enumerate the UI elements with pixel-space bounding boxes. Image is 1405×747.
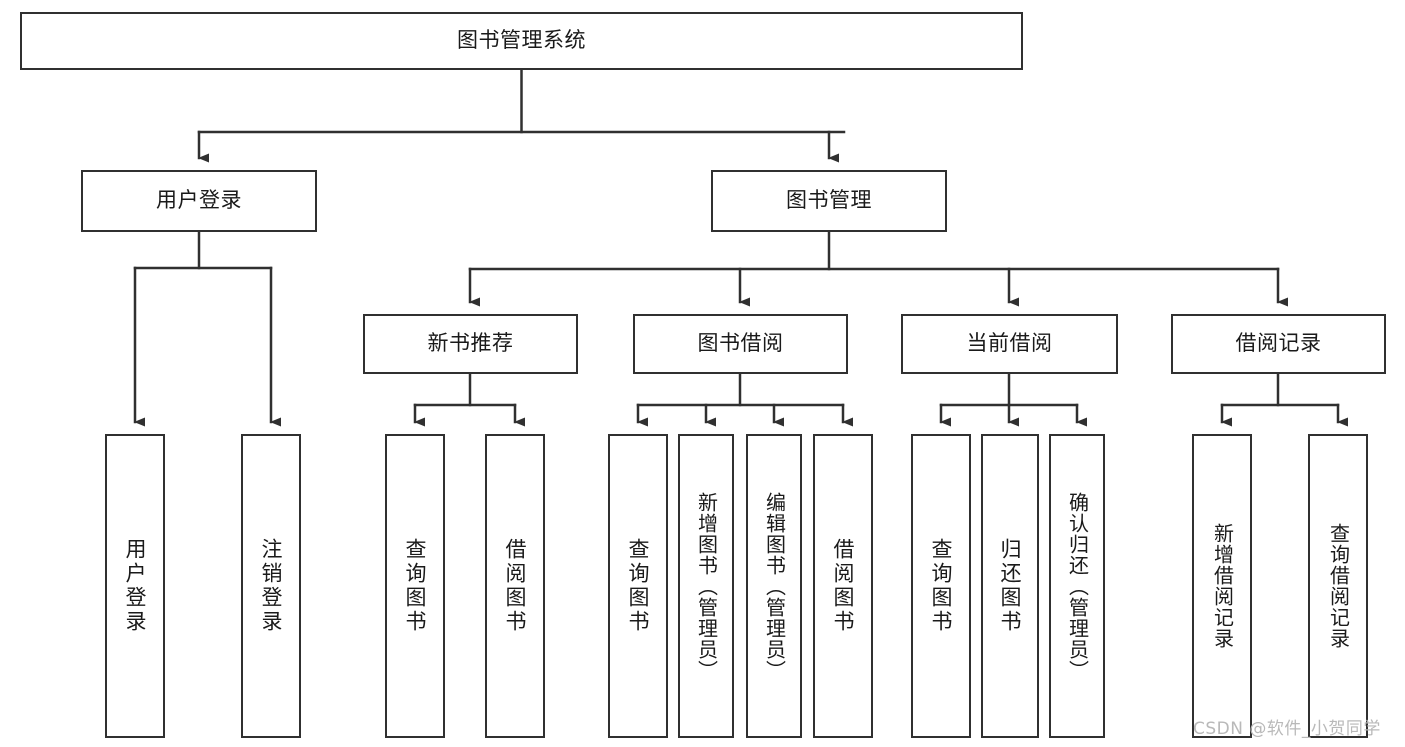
- node-current-borrow-label: 当前借阅: [966, 331, 1053, 356]
- node-new-book-recommend-label: 新书推荐: [427, 331, 514, 356]
- node-user-login[interactable]: 用户登录: [81, 170, 317, 232]
- node-book-borrow-label: 图书借阅: [697, 331, 784, 356]
- node-leaf-confirm-return-admin[interactable]: 确认归还（管理员）: [1049, 434, 1105, 738]
- node-user-login-label: 用户登录: [156, 188, 242, 213]
- node-leaf-confirm-return-admin-label: 确认归还（管理员）: [1065, 491, 1090, 681]
- node-new-book-recommend[interactable]: 新书推荐: [363, 314, 578, 374]
- node-leaf-user-login-label: 用户登录: [123, 538, 148, 634]
- node-leaf-query-borrow-record-label: 查询借阅记录: [1326, 523, 1351, 649]
- node-leaf-query-book-borrow[interactable]: 查询图书: [608, 434, 668, 738]
- node-root-system-label: 图书管理系统: [457, 28, 586, 53]
- node-leaf-borrow-book[interactable]: 借阅图书: [813, 434, 873, 738]
- node-leaf-edit-book-admin[interactable]: 编辑图书（管理员）: [746, 434, 802, 738]
- node-root-system[interactable]: 图书管理系统: [20, 12, 1023, 70]
- node-book-management[interactable]: 图书管理: [711, 170, 947, 232]
- node-leaf-add-book-admin-label: 新增图书（管理员）: [694, 491, 719, 681]
- node-leaf-add-borrow-record-label: 新增借阅记录: [1210, 523, 1235, 649]
- node-borrow-record[interactable]: 借阅记录: [1171, 314, 1386, 374]
- node-leaf-add-borrow-record[interactable]: 新增借阅记录: [1192, 434, 1252, 738]
- node-book-borrow[interactable]: 图书借阅: [633, 314, 848, 374]
- node-leaf-user-login[interactable]: 用户登录: [105, 434, 165, 738]
- node-leaf-borrow-book-recommend-label: 借阅图书: [503, 538, 528, 634]
- node-leaf-logout-label: 注销登录: [259, 538, 284, 634]
- node-leaf-borrow-book-label: 借阅图书: [831, 538, 856, 634]
- node-leaf-query-borrow-record[interactable]: 查询借阅记录: [1308, 434, 1368, 738]
- node-leaf-borrow-book-recommend[interactable]: 借阅图书: [485, 434, 545, 738]
- node-current-borrow[interactable]: 当前借阅: [901, 314, 1118, 374]
- node-borrow-record-label: 借阅记录: [1235, 331, 1322, 356]
- node-leaf-return-book[interactable]: 归还图书: [981, 434, 1039, 738]
- node-leaf-query-book-current[interactable]: 查询图书: [911, 434, 971, 738]
- node-leaf-return-book-label: 归还图书: [998, 538, 1023, 634]
- node-leaf-edit-book-admin-label: 编辑图书（管理员）: [762, 491, 787, 681]
- node-leaf-query-book-current-label: 查询图书: [929, 538, 954, 634]
- node-leaf-query-book-recommend-label: 查询图书: [403, 538, 428, 634]
- node-leaf-query-book-borrow-label: 查询图书: [626, 538, 651, 634]
- node-book-management-label: 图书管理: [786, 188, 872, 213]
- node-leaf-logout[interactable]: 注销登录: [241, 434, 301, 738]
- node-leaf-add-book-admin[interactable]: 新增图书（管理员）: [678, 434, 734, 738]
- node-leaf-query-book-recommend[interactable]: 查询图书: [385, 434, 445, 738]
